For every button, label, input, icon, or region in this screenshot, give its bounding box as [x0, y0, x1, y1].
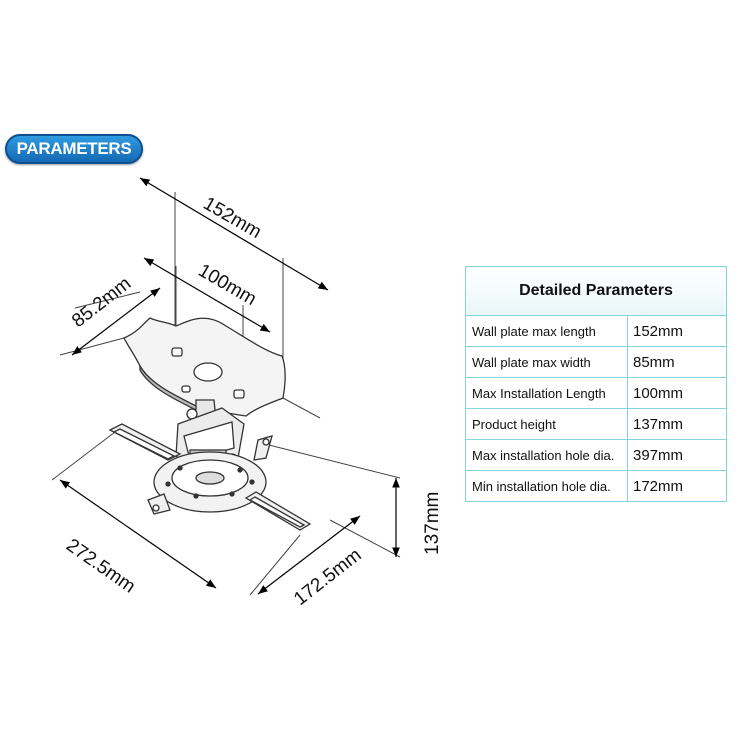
dimension-lines — [59, 177, 400, 595]
row-label: Max Installation Length — [465, 377, 628, 409]
dim-label-172: 172.5mm — [290, 545, 365, 610]
support-rails — [108, 423, 312, 531]
dim-line-152 — [139, 177, 329, 291]
dim-line-100 — [143, 257, 271, 333]
dim-label-272: 272.5mm — [62, 535, 139, 598]
row-label: Min installation hole dia. — [465, 470, 628, 502]
row-value: 100mm — [627, 377, 727, 409]
row-label: Product height — [465, 408, 628, 440]
row-value: 397mm — [627, 439, 727, 471]
row-label: Wall plate max length — [465, 315, 628, 347]
table-row: Wall plate max width 85mm — [465, 346, 727, 378]
parameters-badge: PARAMETERS — [5, 134, 143, 164]
table-header: Detailed Parameters — [465, 266, 727, 316]
dim-label-85: 85.2mm — [68, 273, 135, 332]
dim-label-152: 152mm — [200, 193, 265, 243]
dim-line-172 — [257, 515, 361, 595]
dim-line-85 — [71, 287, 161, 356]
dim-label-100: 100mm — [195, 260, 260, 310]
rotating-plate — [153, 451, 267, 513]
table-row: Min installation hole dia. 172mm — [465, 470, 727, 502]
dim-line-272 — [59, 479, 217, 589]
table-row: Product height 137mm — [465, 408, 727, 440]
row-value: 137mm — [627, 408, 727, 440]
row-value: 85mm — [627, 346, 727, 378]
table-row: Max installation hole dia. 397mm — [465, 439, 727, 471]
row-label: Max installation hole dia. — [465, 439, 628, 471]
detailed-parameters-table: Detailed Parameters Wall plate max lengt… — [465, 266, 727, 502]
table-row: Wall plate max length 152mm — [465, 315, 727, 347]
table-title: Detailed Parameters — [465, 266, 727, 316]
row-value: 172mm — [627, 470, 727, 502]
row-label: Wall plate max width — [465, 346, 628, 378]
table-row: Max Installation Length 100mm — [465, 377, 727, 409]
row-value: 152mm — [627, 315, 727, 347]
dim-label-137: 137mm — [422, 492, 443, 555]
